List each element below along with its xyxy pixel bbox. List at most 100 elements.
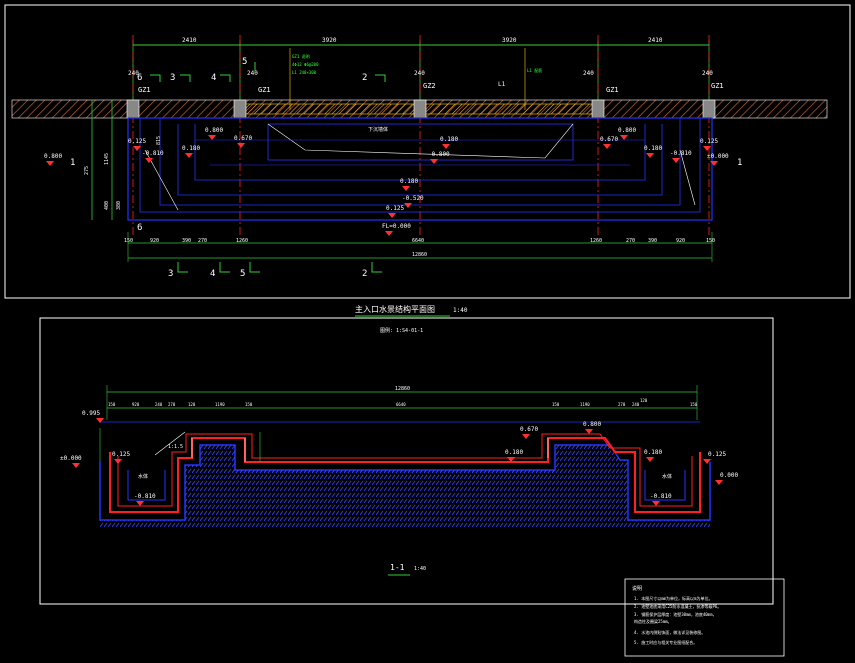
svg-text:150: 150 bbox=[245, 402, 253, 407]
svg-text:390: 390 bbox=[182, 238, 191, 244]
note-line: 1. 本图尺寸以mm为单位，标高以m为单位。 bbox=[634, 595, 712, 601]
svg-text:150: 150 bbox=[552, 402, 560, 407]
plan-left-dimensions: 275 1145 400 380 815 1 1 6 bbox=[70, 100, 742, 233]
svg-text:1260: 1260 bbox=[236, 238, 248, 244]
gz-label: GZ1 bbox=[138, 86, 151, 94]
section-elevations: 0.995 ±0.000 0.125 -0.810 0.670 0.800 0.… bbox=[60, 410, 738, 500]
svg-text:L1 配筋: L1 配筋 bbox=[527, 67, 542, 73]
svg-text:0.000: 0.000 bbox=[720, 472, 738, 479]
svg-text:815: 815 bbox=[156, 136, 162, 145]
l1-label: L1 bbox=[498, 81, 506, 88]
svg-text:275: 275 bbox=[84, 166, 90, 175]
svg-text:0.670: 0.670 bbox=[600, 136, 618, 143]
svg-text:1190: 1190 bbox=[215, 402, 225, 407]
svg-text:0.180: 0.180 bbox=[400, 178, 418, 185]
section-mark: 5 bbox=[242, 57, 247, 67]
center-note: 下沉墙体 bbox=[368, 126, 388, 133]
svg-text:0.800: 0.800 bbox=[205, 127, 223, 134]
svg-text:0.180: 0.180 bbox=[440, 136, 458, 143]
section-scale: 1:40 bbox=[414, 566, 426, 572]
note-line: 构造柱及圈梁25mm。 bbox=[634, 618, 672, 624]
svg-text:1: 1 bbox=[70, 158, 75, 168]
notes-box bbox=[624, 578, 785, 657]
svg-text:240: 240 bbox=[155, 402, 163, 407]
svg-text:0.995: 0.995 bbox=[82, 410, 100, 417]
svg-text:120: 120 bbox=[188, 402, 196, 407]
svg-text:0.670: 0.670 bbox=[234, 135, 252, 142]
plan-top-dimensions: 2410 3920 3920 2410 bbox=[132, 37, 710, 100]
svg-text:920: 920 bbox=[132, 402, 140, 407]
gz-label: GZ2 bbox=[423, 82, 436, 90]
svg-text:0.125: 0.125 bbox=[386, 205, 404, 212]
plan-frame bbox=[4, 4, 851, 299]
svg-text:1260: 1260 bbox=[590, 238, 602, 244]
plan-title: 主入口水景结构平面图 bbox=[355, 304, 435, 314]
plan-elevations: 0.125 -0.810 0.180 0.800 0.670 0.180 -0.… bbox=[44, 127, 729, 230]
plan-bottom-dimensions: 150 920 390 270 1260 6640 1260 270 390 9… bbox=[124, 232, 715, 279]
svg-text:L1 240×300: L1 240×300 bbox=[292, 70, 317, 75]
svg-text:1: 1 bbox=[737, 158, 742, 168]
axis-label: 240 bbox=[414, 70, 425, 77]
axis-label: 240 bbox=[247, 70, 258, 77]
svg-text:0.670: 0.670 bbox=[520, 426, 538, 433]
notes-heading: 说明 bbox=[632, 585, 642, 592]
axis-label: 240 bbox=[702, 70, 713, 77]
svg-text:0.125: 0.125 bbox=[112, 451, 130, 458]
axis-lines bbox=[132, 35, 710, 235]
section-mark: 6 bbox=[137, 73, 142, 83]
svg-text:-0.810: -0.810 bbox=[650, 493, 672, 500]
section-marks-top: 6 3 4 5 2 bbox=[137, 57, 386, 83]
svg-text:920: 920 bbox=[676, 238, 685, 244]
svg-text:0.180: 0.180 bbox=[182, 145, 200, 152]
svg-text:120: 120 bbox=[640, 398, 648, 403]
svg-text:-0.810: -0.810 bbox=[134, 493, 156, 500]
note-line: 2. 池壁池底采用C25防水混凝土，抗渗等级P6。 bbox=[634, 603, 721, 609]
svg-text:0.180: 0.180 bbox=[644, 449, 662, 456]
columns bbox=[126, 99, 716, 119]
svg-text:5: 5 bbox=[240, 269, 245, 279]
gz-label: GZ1 bbox=[606, 86, 619, 94]
svg-text:1190: 1190 bbox=[580, 402, 590, 407]
svg-text:-0.810: -0.810 bbox=[142, 150, 164, 157]
gz-label: GZ1 bbox=[711, 82, 724, 90]
svg-text:12860: 12860 bbox=[395, 386, 410, 392]
svg-text:270: 270 bbox=[626, 238, 635, 244]
svg-text:240: 240 bbox=[632, 402, 640, 407]
plan-scale: 1:40 bbox=[453, 307, 468, 314]
section-mark: 2 bbox=[362, 73, 367, 83]
axis-labels: 240 240 240 240 240 GZ1 GZ1 GZ2 GZ1 GZ1 bbox=[128, 70, 724, 94]
section-dimensions: 12860 150 920 240 270 120 1190 150 6640 … bbox=[106, 385, 698, 420]
dim-text: 2410 bbox=[182, 37, 197, 44]
svg-text:150: 150 bbox=[690, 402, 698, 407]
svg-text:FL=0.000: FL=0.000 bbox=[382, 223, 411, 230]
svg-text:3: 3 bbox=[168, 269, 173, 279]
axis-label: 240 bbox=[128, 70, 139, 77]
svg-text:0.125: 0.125 bbox=[128, 138, 146, 145]
axis-label: 240 bbox=[583, 70, 594, 77]
svg-text:-0.520: -0.520 bbox=[402, 195, 424, 202]
svg-text:150: 150 bbox=[124, 238, 133, 244]
svg-text:150: 150 bbox=[108, 402, 116, 407]
svg-text:±0.000: ±0.000 bbox=[707, 153, 729, 160]
section-mark: 3 bbox=[170, 73, 175, 83]
svg-text:水体: 水体 bbox=[662, 473, 672, 480]
svg-text:6: 6 bbox=[137, 223, 142, 233]
section-subtitle: 图例: 1:S4-01-1 bbox=[380, 327, 423, 334]
svg-text:270: 270 bbox=[168, 402, 176, 407]
dim-text: 2410 bbox=[648, 37, 663, 44]
note-line: 3. 钢筋保护层厚度：池壁30mm，池底40mm， bbox=[634, 611, 717, 617]
svg-text:±0.000: ±0.000 bbox=[60, 455, 82, 462]
svg-text:390: 390 bbox=[648, 238, 657, 244]
svg-text:0.180: 0.180 bbox=[644, 145, 662, 152]
svg-text:12860: 12860 bbox=[412, 252, 427, 258]
svg-text:0.125: 0.125 bbox=[708, 451, 726, 458]
gz-label: GZ1 bbox=[258, 86, 271, 94]
dim-text: 3920 bbox=[322, 37, 337, 44]
svg-text:水体: 水体 bbox=[138, 473, 148, 480]
svg-text:4: 4 bbox=[210, 269, 215, 279]
section-frame bbox=[39, 317, 774, 605]
svg-text:1145: 1145 bbox=[104, 153, 110, 165]
svg-text:0.800: 0.800 bbox=[618, 127, 636, 134]
note-line: 4. 水池内侧贴饰面，做法详见装修图。 bbox=[634, 629, 705, 635]
